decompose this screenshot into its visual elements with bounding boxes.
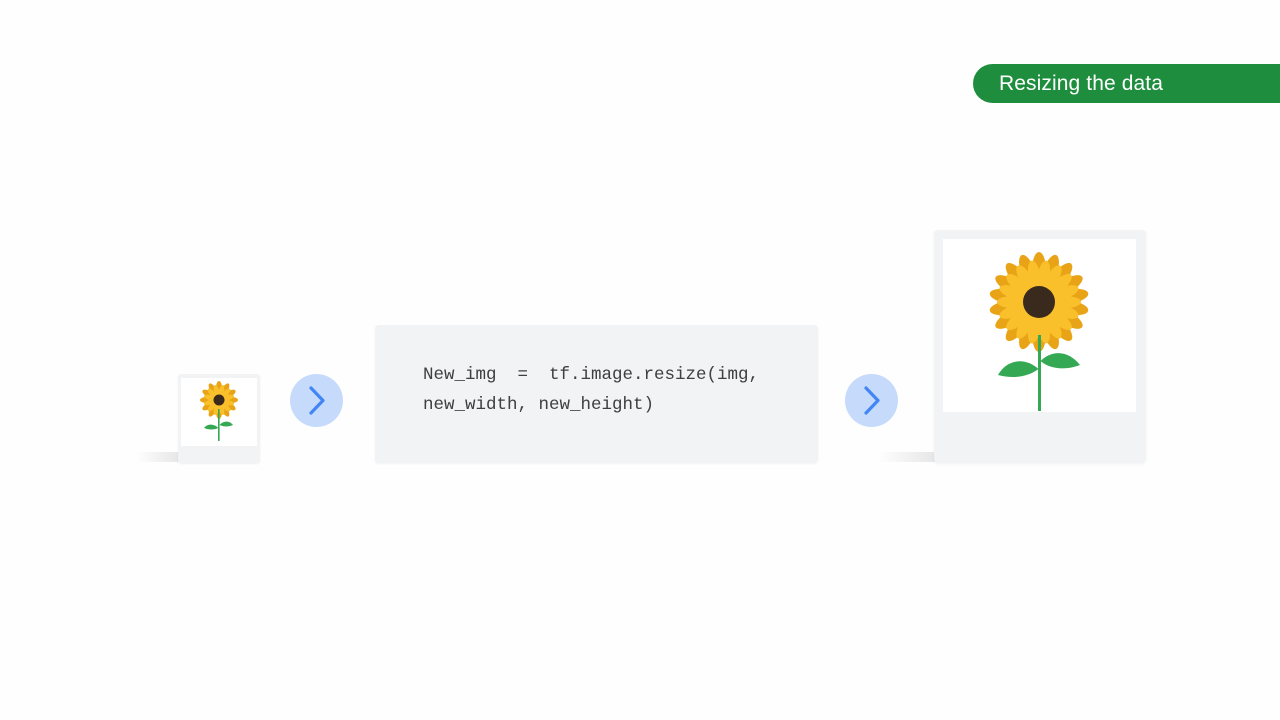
arrow-circle-2	[845, 374, 898, 427]
sunflower-small-image	[181, 378, 257, 446]
sunflower-large-image	[943, 239, 1136, 412]
input-image-frame	[178, 374, 260, 463]
code-line-1: New_img = tf.image.resize(img,	[423, 365, 760, 385]
arrow-circle-1	[290, 374, 343, 427]
code-panel: New_img = tf.image.resize(img, new_width…	[375, 325, 818, 463]
output-image-frame	[934, 230, 1146, 463]
chevron-right-icon	[864, 386, 880, 415]
chevron-right-icon	[309, 386, 325, 415]
input-floor-shadow	[136, 452, 180, 462]
code-line-2: new_width, new_height)	[423, 395, 655, 415]
sunflower-icon	[989, 252, 1089, 411]
section-title: Resizing the data	[973, 64, 1280, 103]
sunflower-icon	[200, 381, 238, 441]
output-floor-shadow	[878, 452, 936, 462]
